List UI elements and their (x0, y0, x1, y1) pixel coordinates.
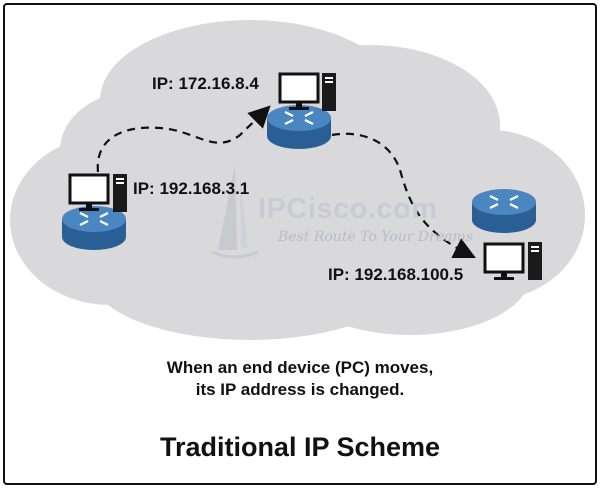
ip-label-top: IP: 172.16.8.4 (152, 74, 259, 93)
diagram-title: Traditional IP Scheme (159, 432, 441, 462)
watermark-sail-logo (211, 165, 259, 259)
move-path-2 (331, 132, 476, 258)
watermark-brand: IPCisco.com (258, 193, 438, 225)
router-top-icon (267, 105, 331, 149)
router-left-icon (62, 206, 126, 250)
ip-label-right: IP: 192.168.100.5 (328, 265, 464, 284)
router-right-icon (472, 189, 536, 233)
caption-line-1: When an end device (PC) moves, (166, 358, 434, 377)
ip-label-left: IP: 192.168.3.1 (133, 179, 250, 198)
pc-right-icon (483, 242, 542, 280)
watermark-tagline: Best Route To Your Dreams (278, 229, 473, 245)
pc-top-icon (278, 72, 336, 111)
caption-line-2: its IP address is changed. (195, 380, 405, 399)
pc-left-icon (68, 173, 127, 212)
move-path-1 (96, 105, 271, 173)
